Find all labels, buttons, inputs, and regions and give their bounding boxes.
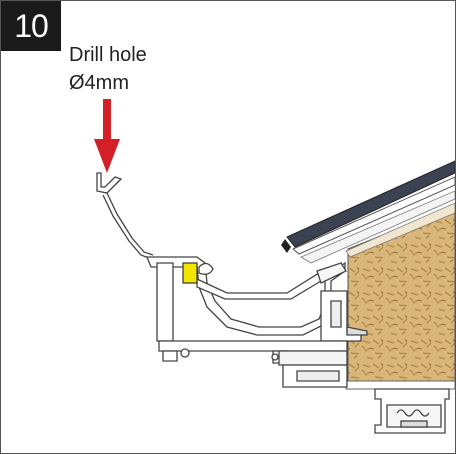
arrow-down-icon [94, 99, 120, 173]
lower-bracket-profile [374, 388, 450, 434]
gutter-profile [146, 256, 368, 342]
timber-board [345, 202, 455, 390]
glazing-panel [281, 160, 455, 264]
gasket-seal [182, 262, 198, 284]
frame-profile [156, 262, 348, 388]
callout-label-drill-hole: Drill hole [69, 44, 147, 66]
step-number-badge: 10 [1, 1, 61, 51]
callout-label-diameter: Ø4mm [69, 72, 129, 94]
upper-hook-profile [96, 172, 154, 260]
